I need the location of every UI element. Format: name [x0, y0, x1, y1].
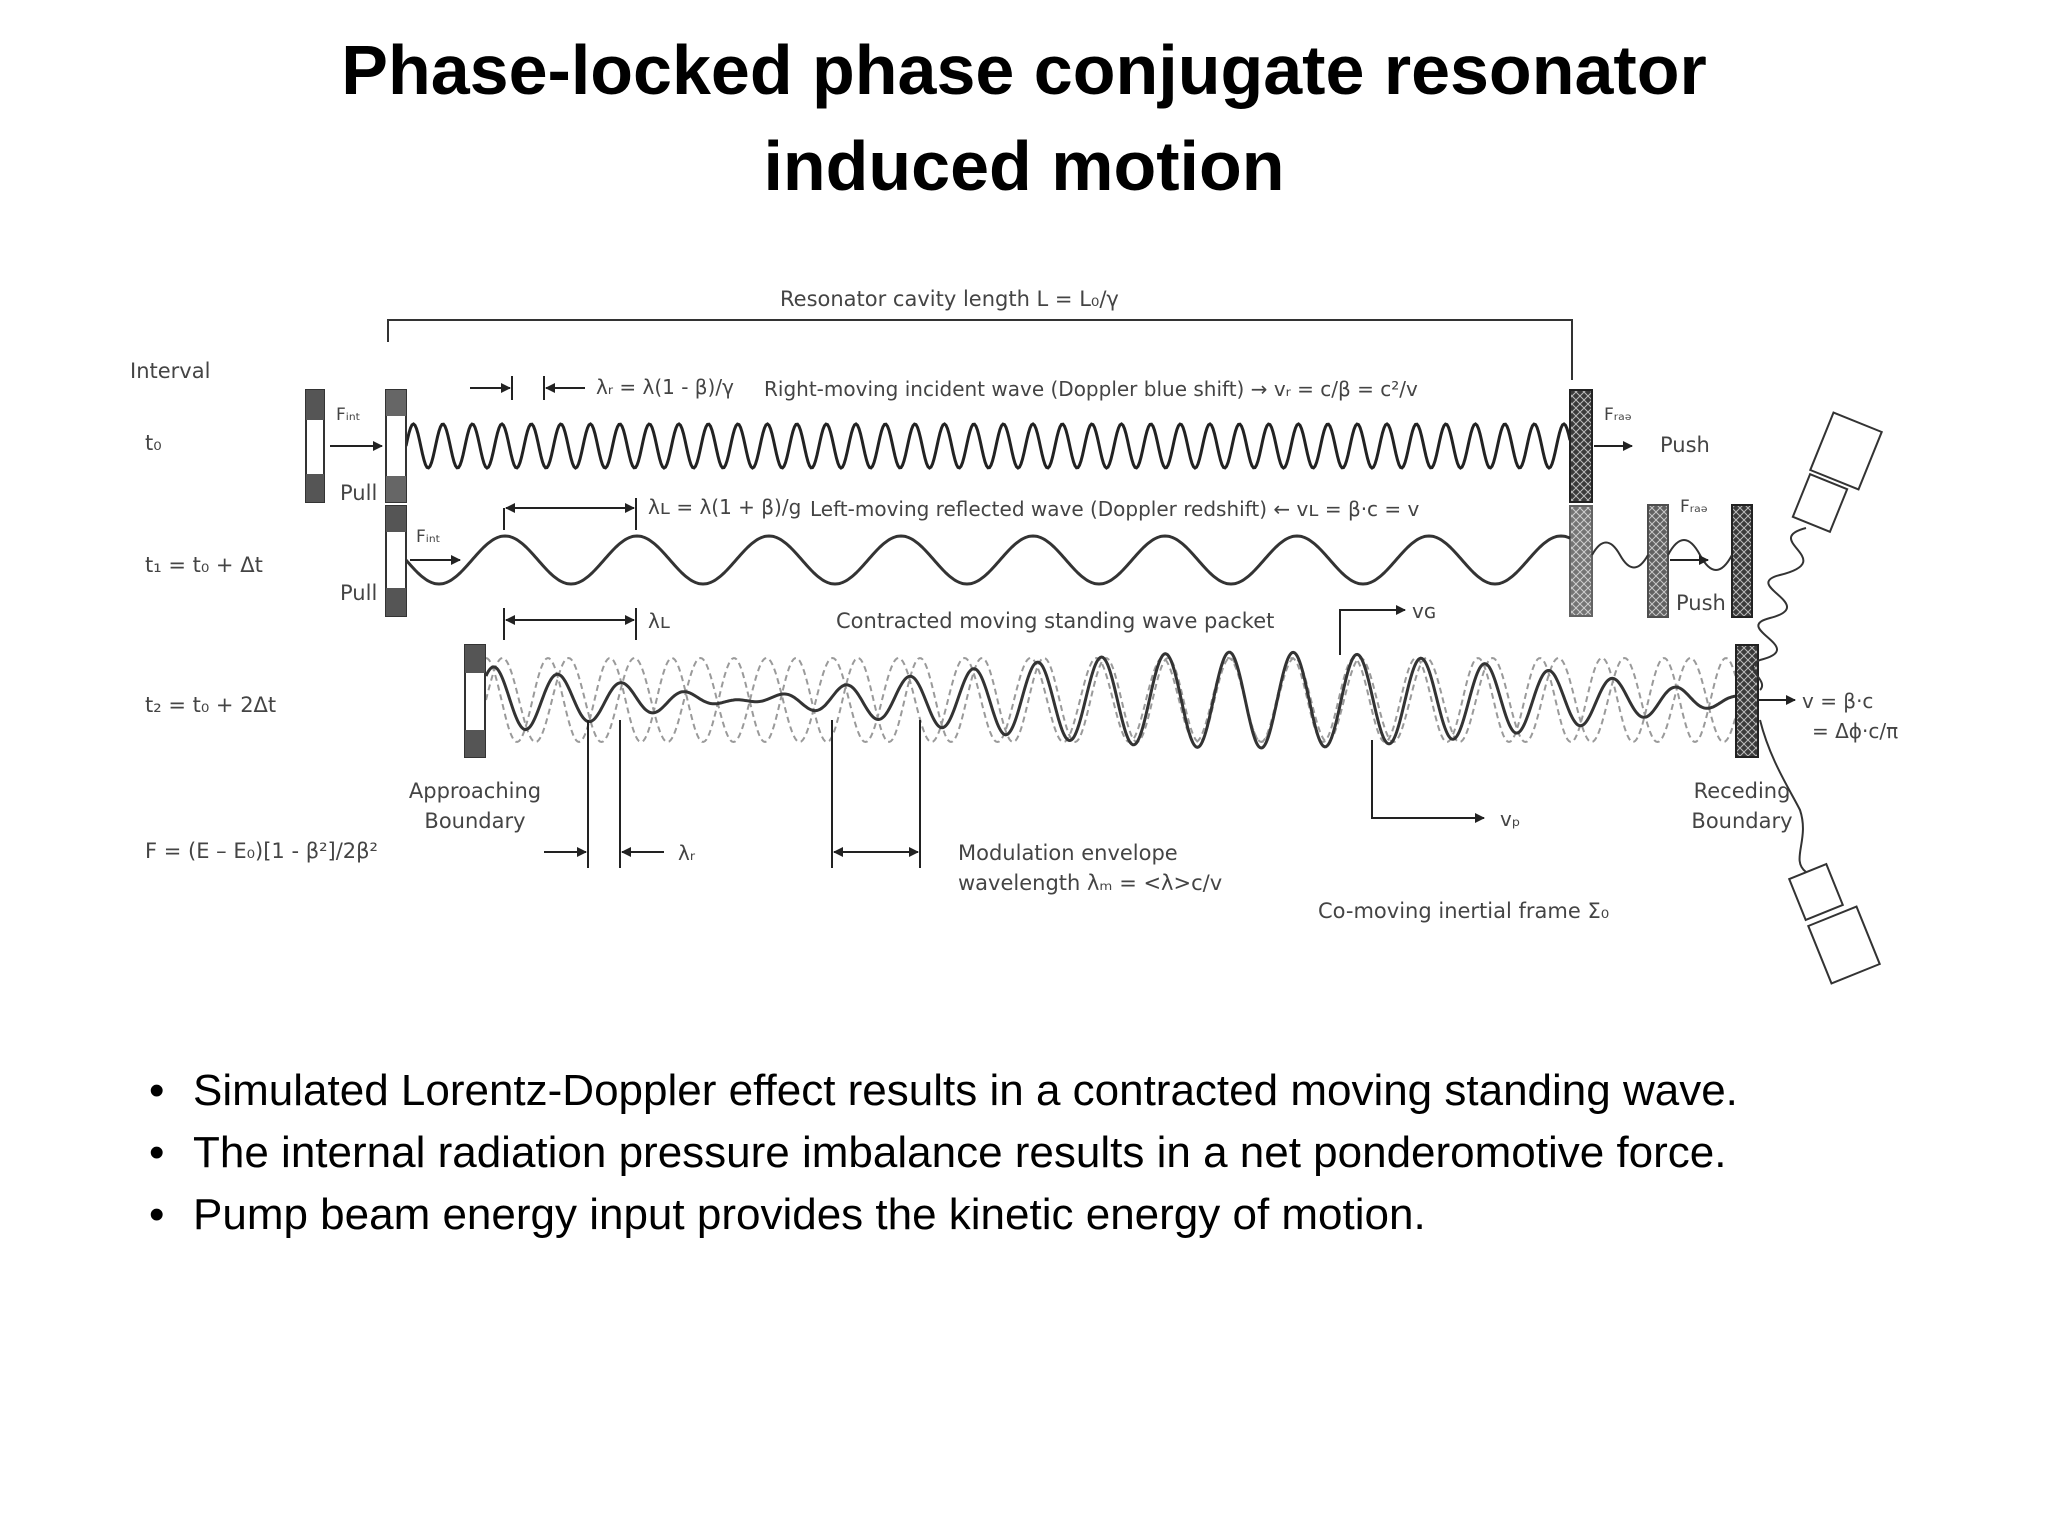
interval-label: Interval	[130, 359, 210, 383]
velocity-line2: = Δϕ·c/π	[1812, 719, 1898, 743]
receding-boundary-mirror	[1735, 644, 1759, 758]
velocity-line1: v = β·c	[1802, 689, 1873, 713]
mirror-pull-t0-outer	[305, 389, 325, 503]
push-label-t1: Push	[1676, 591, 1726, 615]
vg-label: vɢ	[1412, 599, 1436, 623]
bullet-item: Pump beam energy input provides the kine…	[145, 1184, 1945, 1246]
cavity-bracket	[387, 319, 1573, 380]
cavity-length-label: Resonator cavity length L = L₀/γ	[780, 287, 1119, 311]
vg-arrow	[1339, 605, 1406, 655]
f-int-label-t1: Fᵢₙₜ	[416, 527, 441, 547]
lambda-l2-label: λʟ	[648, 609, 670, 633]
pull-label-t1: Pull	[340, 581, 377, 605]
mirror-pull-t0-inner	[385, 389, 407, 503]
mirror-push-t1-ghost	[1569, 505, 1593, 617]
bullet-item: Simulated Lorentz-Doppler effect results…	[145, 1060, 1945, 1122]
resonator-diagram: Resonator cavity length L = L₀/γ Interva…	[130, 287, 1898, 985]
approaching-label-line2: Boundary	[424, 809, 525, 833]
comoving-frame-label: Co-moving inertial frame Σ₀	[1318, 899, 1609, 923]
pump-laser-top-icon	[1791, 411, 1884, 534]
right-moving-wave	[404, 422, 1572, 470]
pull-label-t0: Pull	[340, 481, 377, 505]
modulation-label-line1: Modulation envelope	[958, 841, 1178, 865]
left-wave-label: Left-moving reflected wave (Doppler reds…	[810, 497, 1420, 521]
f-int-label-t0: Fᵢₙₜ	[336, 405, 361, 425]
force-formula: F = (E – E₀)[1 - β²]/2β²	[145, 839, 378, 863]
lambda-r-definition: λᵣ = λ(1 - β)/γ	[596, 375, 734, 399]
approaching-label-line1: Approaching	[409, 779, 541, 803]
standing-wave-component-1	[485, 656, 1737, 744]
receding-label-line1: Receding	[1694, 779, 1791, 803]
f-rad-label-t1: Fᵣₐₔ	[1680, 497, 1708, 517]
vp-label: vₚ	[1500, 807, 1520, 831]
vp-arrow	[1371, 740, 1485, 823]
slide-title: Phase-locked phase conjugate resonator i…	[0, 22, 2048, 214]
left-moving-wave	[404, 534, 1571, 586]
mirror-push-t0	[1569, 389, 1593, 503]
receding-label-line2: Boundary	[1691, 809, 1792, 833]
interval-t0: t₀	[145, 431, 162, 455]
bullet-item: The internal radiation pressure imbalanc…	[145, 1122, 1945, 1184]
mirror-push-t1-a	[1647, 504, 1669, 618]
standing-wave-component-2	[485, 656, 1737, 744]
title-line-1: Phase-locked phase conjugate resonator	[341, 31, 1707, 109]
interval-t1: t₁ = t₀ + Δt	[145, 553, 263, 577]
title-line-2: induced motion	[763, 127, 1285, 205]
standing-wave-label: Contracted moving standing wave packet	[836, 609, 1274, 633]
push-label-t0: Push	[1660, 433, 1710, 457]
approaching-boundary-mirror	[464, 644, 486, 758]
standing-wave-packet	[484, 650, 1736, 750]
pump-laser-bottom-icon	[1787, 862, 1882, 985]
lambda-l-definition: λʟ = λ(1 + β)/g	[648, 495, 801, 519]
pump-beam-top	[1752, 527, 1807, 691]
pump-beam-bottom	[1759, 719, 1807, 873]
mirror-push-t1-b	[1731, 504, 1753, 618]
interval-t2: t₂ = t₀ + 2Δt	[145, 693, 276, 717]
f-rad-label-t0: Fᵣₐₔ	[1604, 405, 1632, 425]
mirror-pull-t1	[385, 505, 407, 617]
modulation-label-line2: wavelength λₘ = <λ>c/v	[958, 871, 1222, 895]
bullet-list: Simulated Lorentz-Doppler effect results…	[145, 1060, 1945, 1246]
lambda-r2-label: λᵣ	[678, 841, 696, 865]
right-wave-label: Right-moving incident wave (Doppler blue…	[764, 377, 1418, 401]
